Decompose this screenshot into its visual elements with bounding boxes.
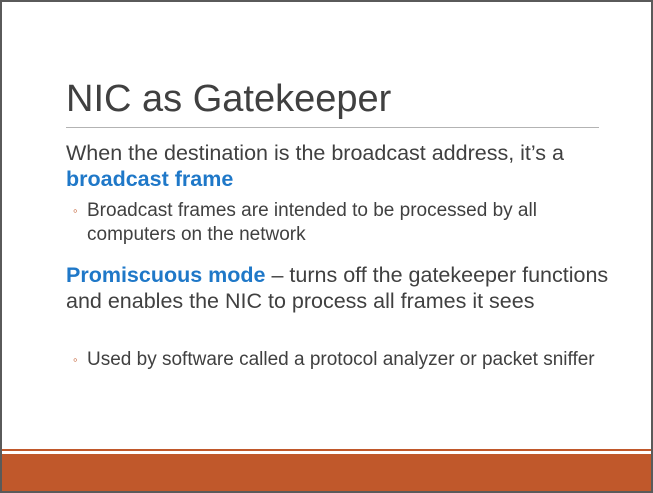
sub-bullet-marker: ◦ xyxy=(73,352,78,367)
footer-accent-bar xyxy=(2,454,651,491)
sub-bullet-2-text: Used by software called a protocol analy… xyxy=(87,349,595,370)
bullet-point-2: Promiscuous mode – turns off the gatekee… xyxy=(66,262,626,314)
point-1-text: When the destination is the broadcast ad… xyxy=(66,141,564,165)
point-1-highlight: broadcast frame xyxy=(66,167,234,191)
sub-bullet-marker: ◦ xyxy=(73,203,78,218)
slide-title: NIC as Gatekeeper xyxy=(66,78,392,120)
sub-bullet-2: ◦ Used by software called a protocol ana… xyxy=(73,348,627,372)
title-divider xyxy=(66,127,599,128)
sub-bullet-1-text: Broadcast frames are intended to be proc… xyxy=(87,200,537,245)
point-2-text: – turns off the gatekeeper functions and… xyxy=(66,263,609,313)
footer-accent-line xyxy=(2,449,651,451)
point-2-highlight: Promiscuous mode xyxy=(66,263,266,287)
sub-bullet-1: ◦ Broadcast frames are intended to be pr… xyxy=(73,199,627,247)
bullet-point-1: When the destination is the broadcast ad… xyxy=(66,140,626,192)
